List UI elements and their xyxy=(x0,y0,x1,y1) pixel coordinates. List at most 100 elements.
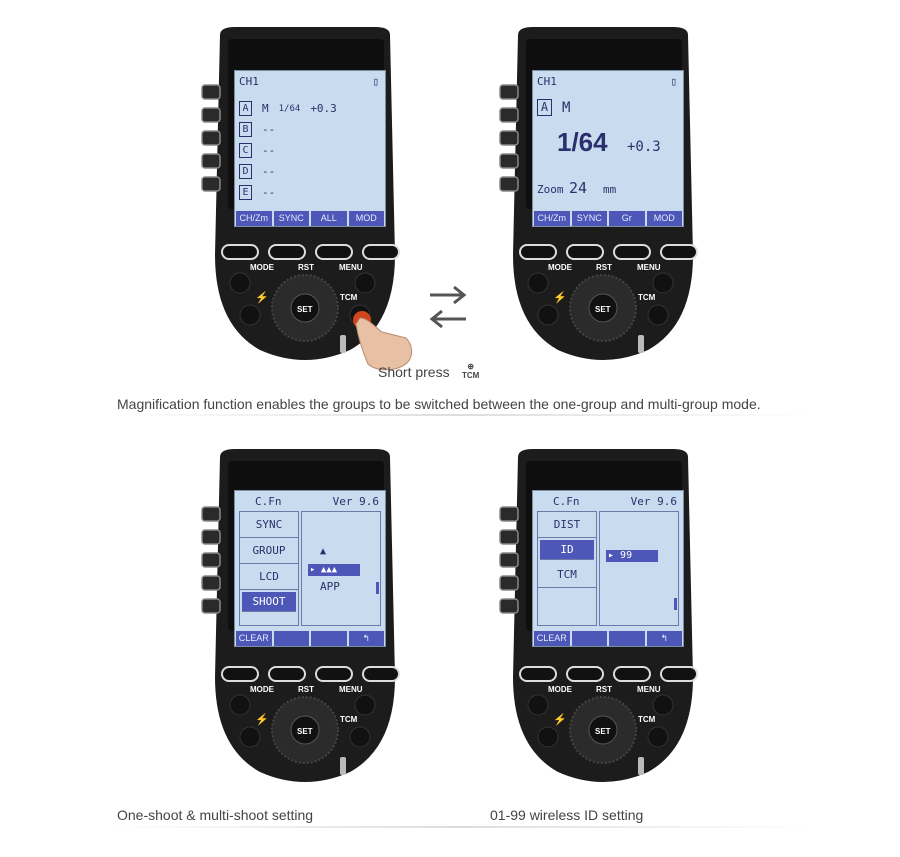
back-icon[interactable]: ↰ xyxy=(348,631,384,646)
fn-item-dist[interactable]: DIST xyxy=(538,512,596,538)
set-button-label: SET xyxy=(595,305,611,314)
group-row-c: C -- xyxy=(239,143,275,158)
fn-item-group[interactable]: GROUP xyxy=(240,538,298,564)
version-label: Ver 9.6 xyxy=(332,495,379,508)
softkey-clear[interactable]: CLEAR xyxy=(236,631,272,646)
flash-icon: ⚡ xyxy=(553,714,567,726)
softkey-4[interactable]: MOD xyxy=(348,211,384,226)
softkey-bar: CH/Zm SYNC Gr MOD xyxy=(533,211,683,226)
single-shoot-icon: ▲ xyxy=(320,546,327,557)
fn-item-shoot[interactable]: SHOOT xyxy=(242,592,296,612)
group-mode: -- xyxy=(262,144,276,157)
softkey-2[interactable]: SYNC xyxy=(273,211,309,226)
function-list: SYNC GROUP LCD SHOOT xyxy=(239,511,299,626)
mode-button-label: MODE xyxy=(548,263,572,272)
group-letter: E xyxy=(239,185,252,200)
caption-bottom-left: One-shoot & multi-shoot setting xyxy=(117,807,314,823)
zoom-label: Zoom xyxy=(537,183,564,196)
multi-shoot-icon[interactable]: ▸ ▲▲▲ xyxy=(308,564,360,576)
softkey-1[interactable]: CH/Zm xyxy=(236,211,272,226)
softkey-1[interactable]: CH/Zm xyxy=(534,211,570,226)
rst-button-label: RST xyxy=(298,685,314,694)
mode-button-label: MODE xyxy=(250,685,274,694)
zoom-value: 24 xyxy=(569,179,588,197)
battery-icon: ▯ xyxy=(670,75,677,88)
version-label: Ver 9.6 xyxy=(630,495,677,508)
group-mode: -- xyxy=(262,165,276,178)
menu-button-label: MENU xyxy=(339,685,363,694)
group-letter: A xyxy=(239,101,252,116)
group-row-b: B -- xyxy=(239,122,275,137)
fn-item-lcd[interactable]: LCD xyxy=(240,564,298,590)
softkey-bar: CLEAR ↰ xyxy=(533,631,683,646)
power-value: 1/64 xyxy=(557,127,608,157)
rst-button-label: RST xyxy=(596,685,612,694)
flash-icon: ⚡ xyxy=(255,292,269,304)
id-value-field[interactable]: ▸ 99 xyxy=(606,550,658,562)
lcd-screen-4: C.Fn Ver 9.6 DIST ID TCM ▸ 99 CLEAR ↰ xyxy=(532,490,684,647)
mode-button-label: MODE xyxy=(250,263,274,272)
mode-button-label: MODE xyxy=(548,685,572,694)
tcm-zoom-icon: ⊕TCM xyxy=(462,362,480,380)
group-letter: C xyxy=(239,143,252,158)
set-button-label: SET xyxy=(595,727,611,736)
softkey-bar: CLEAR ↰ xyxy=(235,631,385,646)
function-list: DIST ID TCM xyxy=(537,511,597,626)
caption-top: Magnification function enables the group… xyxy=(117,396,761,412)
softkey-3[interactable]: Gr xyxy=(609,211,645,226)
group-row-a: A M xyxy=(537,99,570,116)
app-option[interactable]: APP xyxy=(320,580,340,593)
tcm-button-label: TCM xyxy=(638,293,656,302)
group-mode: -- xyxy=(262,123,276,136)
fn-item-tcm[interactable]: TCM xyxy=(538,562,596,588)
cfn-title: C.Fn xyxy=(255,495,282,508)
menu-button-label: MENU xyxy=(637,263,661,272)
group-power: 1/64 xyxy=(278,103,301,114)
scrollbar[interactable] xyxy=(674,598,677,610)
finger-press-icon xyxy=(353,311,413,371)
group-letter: B xyxy=(239,122,252,137)
softkey-3[interactable] xyxy=(609,631,645,646)
back-icon[interactable]: ↰ xyxy=(646,631,682,646)
divider xyxy=(110,826,810,828)
group-letter: D xyxy=(239,164,252,179)
flash-icon: ⚡ xyxy=(255,714,269,726)
group-row-a: A M 1/64 +0.3 xyxy=(239,101,337,116)
group-row-e: E -- xyxy=(239,185,275,200)
fn-item-sync[interactable]: SYNC xyxy=(240,512,298,538)
id-value: 99 xyxy=(620,550,633,561)
lcd-screen-1: CH1 ▯ A M 1/64 +0.3 B -- C -- D -- E -- … xyxy=(234,70,386,227)
short-press-label: Short press xyxy=(378,364,450,380)
channel-label: CH1 xyxy=(239,75,259,88)
fn-item-id[interactable]: ID xyxy=(540,540,594,560)
softkey-2[interactable]: SYNC xyxy=(571,211,607,226)
cfn-title: C.Fn xyxy=(553,495,580,508)
flash-icon: ⚡ xyxy=(553,292,567,304)
softkey-bar: CH/Zm SYNC ALL MOD xyxy=(235,211,385,226)
softkey-clear[interactable]: CLEAR xyxy=(534,631,570,646)
softkey-2[interactable] xyxy=(273,631,309,646)
softkey-4[interactable]: MOD xyxy=(646,211,682,226)
rst-button-label: RST xyxy=(596,263,612,272)
tcm-button-label: TCM xyxy=(638,715,656,724)
menu-button-label: MENU xyxy=(637,685,661,694)
group-mode: M xyxy=(562,99,571,116)
group-mode: M xyxy=(262,102,269,115)
switch-arrows-icon xyxy=(429,285,467,329)
scrollbar[interactable] xyxy=(376,582,379,594)
zoom-unit: mm xyxy=(603,183,617,196)
option-panel: ▸ 99 xyxy=(599,511,679,626)
option-panel: ▲ ▸ ▲▲▲ APP xyxy=(301,511,381,626)
group-mode: -- xyxy=(262,186,276,199)
menu-button-label: MENU xyxy=(339,263,363,272)
softkey-3[interactable] xyxy=(311,631,347,646)
softkey-2[interactable] xyxy=(571,631,607,646)
group-letter: A xyxy=(537,99,552,116)
set-button-label: SET xyxy=(297,305,313,314)
battery-icon: ▯ xyxy=(372,75,379,88)
softkey-3[interactable]: ALL xyxy=(311,211,347,226)
group-row-d: D -- xyxy=(239,164,275,179)
tcm-button-label: TCM xyxy=(340,715,358,724)
set-button-label: SET xyxy=(297,727,313,736)
tcm-button-label: TCM xyxy=(340,293,358,302)
